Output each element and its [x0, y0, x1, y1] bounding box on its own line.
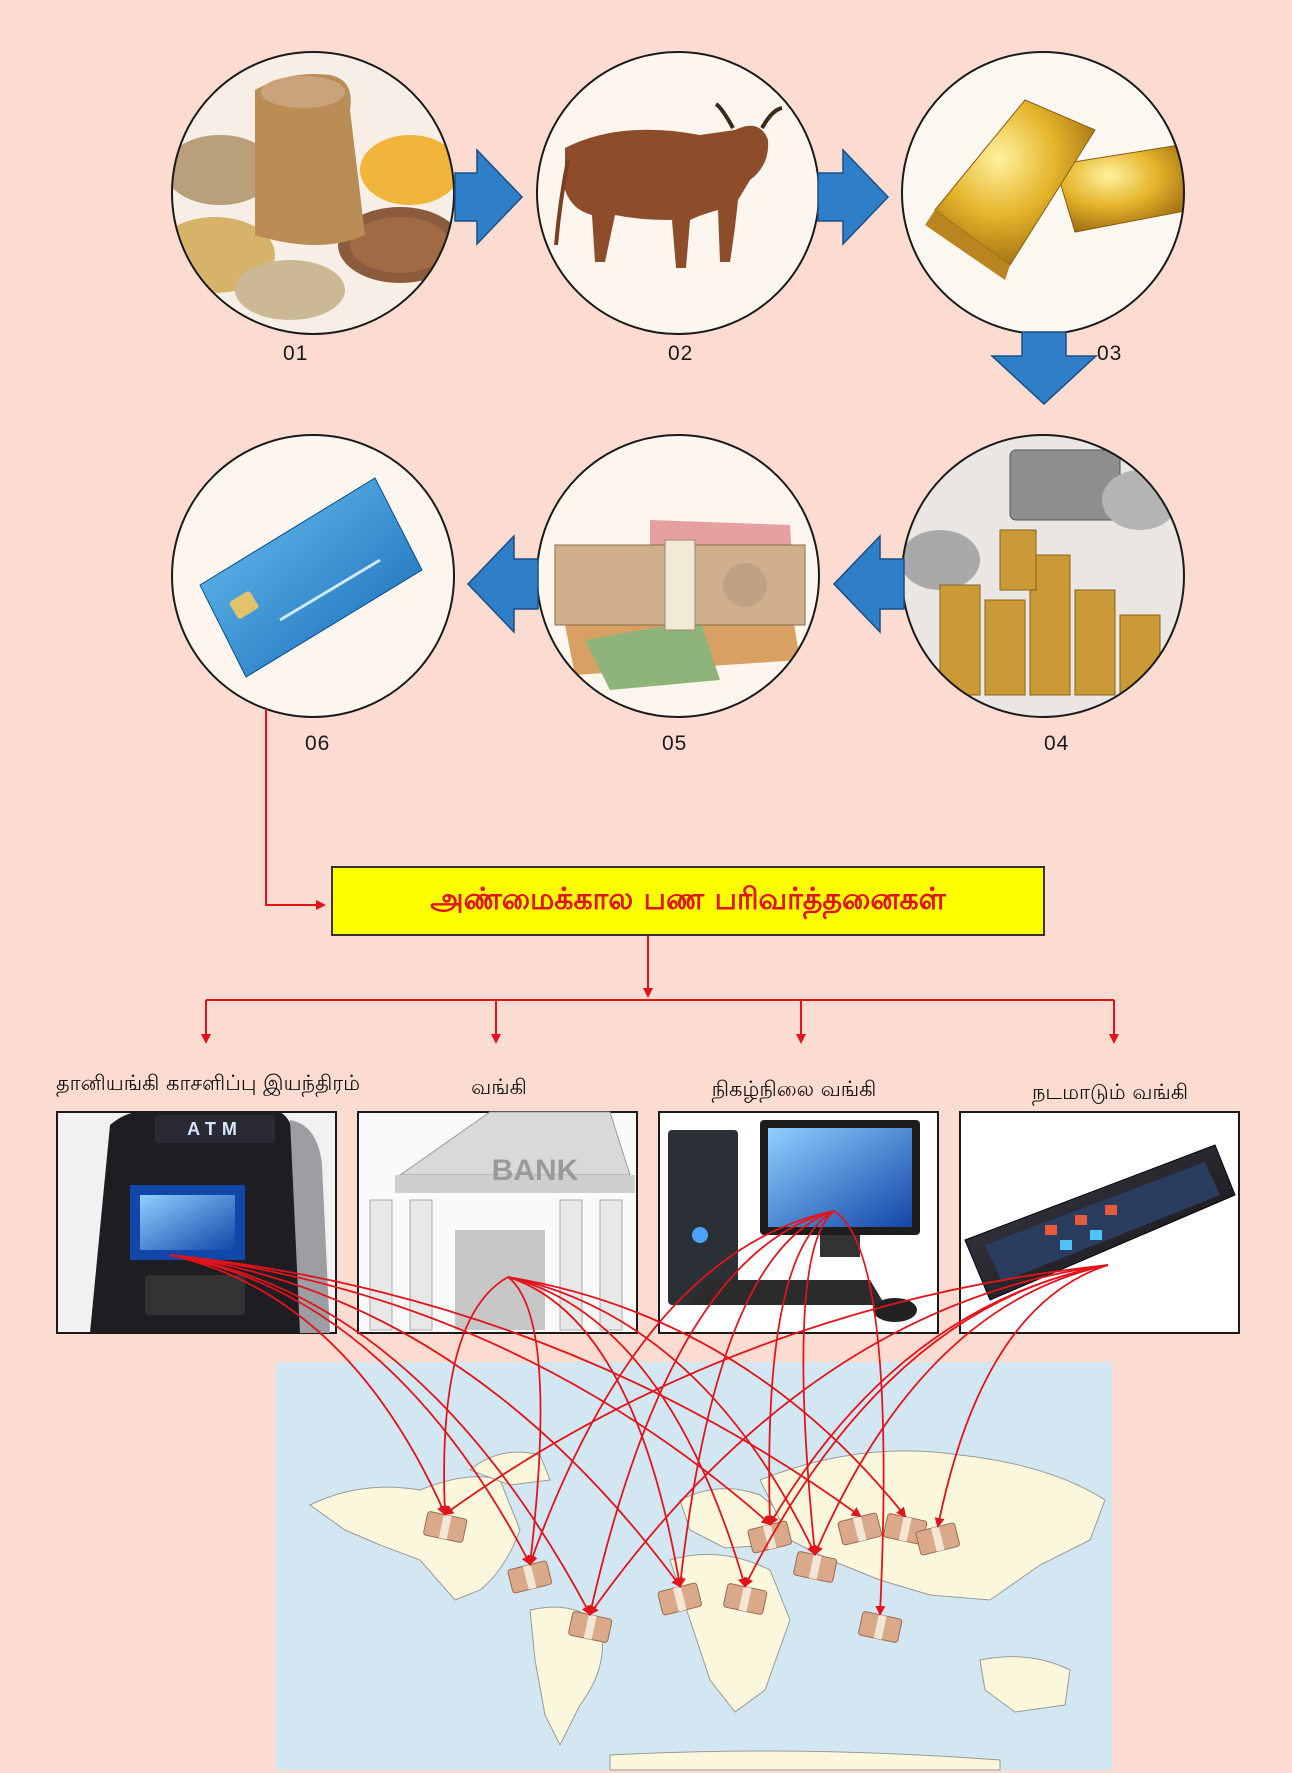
arrow-left-icon-1: [832, 534, 905, 634]
flow-arrow: [169, 1254, 772, 1526]
flow-arrow: [588, 1264, 1109, 1616]
card-to-title-connector: [265, 709, 326, 910]
step-number-06: 06: [305, 732, 331, 755]
step-03-gold-bars-image: [901, 51, 1185, 335]
flow-arrow: [833, 1210, 886, 1616]
flow-arrow: [169, 1254, 447, 1516]
bank-building-image: BANK: [357, 1111, 638, 1334]
transaction-flow-arrows: [169, 1210, 1109, 1616]
arrow-down-icon: [990, 331, 1098, 406]
step-number-01: 01: [283, 342, 309, 365]
step-01-grain-image: [171, 51, 455, 335]
flow-arrow: [934, 1264, 1109, 1528]
money-bundle-icon: [915, 1522, 960, 1556]
flow-arrow: [507, 1276, 748, 1588]
step-number-02: 02: [668, 342, 694, 365]
flow-arrow: [813, 1264, 1109, 1556]
atm-sign: ATM: [187, 1119, 243, 1139]
atm-label: தானியங்கி காசளிப்பு இயந்திரம்: [55, 1071, 361, 1095]
flow-arrow: [527, 1210, 835, 1566]
flow-arrow: [507, 1276, 542, 1566]
money-bundle-icon: [747, 1520, 792, 1554]
money-bundle-icon: [837, 1512, 882, 1546]
flow-arrow: [768, 1264, 1109, 1526]
flow-arrow: [507, 1276, 817, 1556]
flow-arrow: [586, 1210, 835, 1616]
step-06-credit-card-image: [171, 434, 455, 718]
money-markers: [423, 1511, 960, 1643]
money-bundle-icon: [657, 1582, 702, 1616]
step-number-04: 04: [1044, 732, 1070, 755]
flow-arrow: [439, 1276, 509, 1516]
world-map-image: [276, 1362, 1112, 1771]
flow-arrow: [169, 1254, 591, 1616]
step-05-banknotes-image: [536, 434, 820, 718]
flow-arrow: [443, 1264, 1109, 1516]
step-number-03: 03: [1097, 342, 1123, 365]
money-bundle-icon: [883, 1513, 928, 1545]
modern-transactions-title-text: அண்மைக்கால பண பரிவர்த்தனைகள்: [430, 881, 946, 917]
money-bundle-icon: [568, 1611, 613, 1643]
arrow-right-icon-1: [454, 148, 524, 246]
mobile-bank-label: நடமாடும் வங்கி: [1031, 1080, 1189, 1104]
desktop-computer-image: [658, 1111, 939, 1334]
modern-transactions-title: அண்மைக்கால பண பரிவர்த்தனைகள்: [331, 866, 1045, 936]
step-04-coins-image: [901, 434, 1185, 718]
arrow-left-icon-2: [466, 534, 539, 634]
flow-arrow: [169, 1254, 531, 1566]
flow-arrow: [764, 1210, 835, 1526]
step-02-cow-image: [536, 51, 820, 335]
online-bank-label: நிகழ்நிலை வங்கி: [711, 1077, 877, 1101]
step-number-05: 05: [662, 732, 688, 755]
bank-sign: BANK: [492, 1154, 579, 1187]
flow-arrow: [675, 1210, 835, 1588]
money-bundle-icon: [858, 1611, 903, 1643]
arrow-right-icon-2: [817, 148, 890, 246]
bank-label: வங்கி: [471, 1075, 527, 1099]
